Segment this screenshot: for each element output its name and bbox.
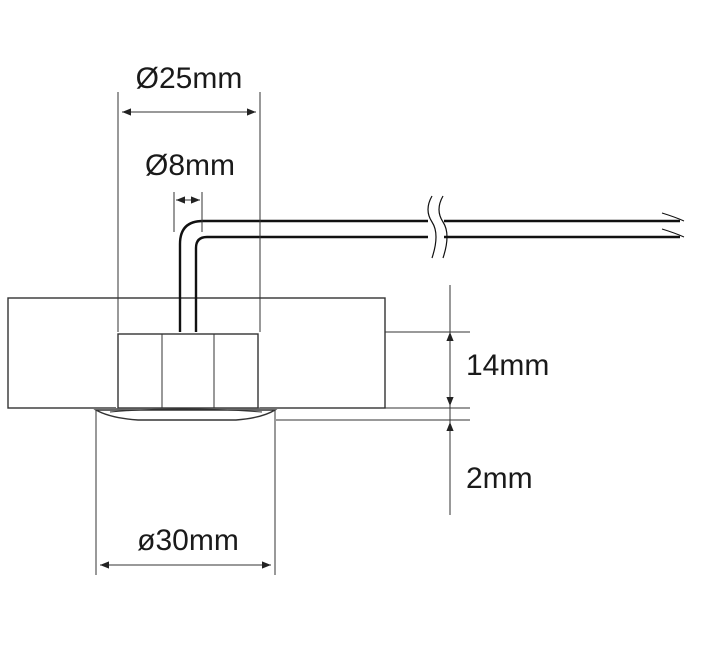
label-flange-diameter: ø30mm <box>137 524 239 557</box>
dimension-height: 14mm <box>258 285 549 515</box>
label-cable-diameter: Ø8mm <box>145 149 235 182</box>
dimension-outer-diameter: Ø25mm <box>117 62 261 332</box>
fixture-body <box>117 333 259 409</box>
dimension-flange-diameter: ø30mm <box>95 410 276 575</box>
fixture-flange <box>93 408 278 421</box>
dimension-cable-diameter: Ø8mm <box>145 149 235 232</box>
cable <box>178 195 685 332</box>
label-outer-diameter: Ø25mm <box>136 62 243 95</box>
label-height: 14mm <box>466 349 549 382</box>
label-bezel: 2mm <box>466 462 533 495</box>
dimension-bezel: 2mm <box>276 419 533 495</box>
